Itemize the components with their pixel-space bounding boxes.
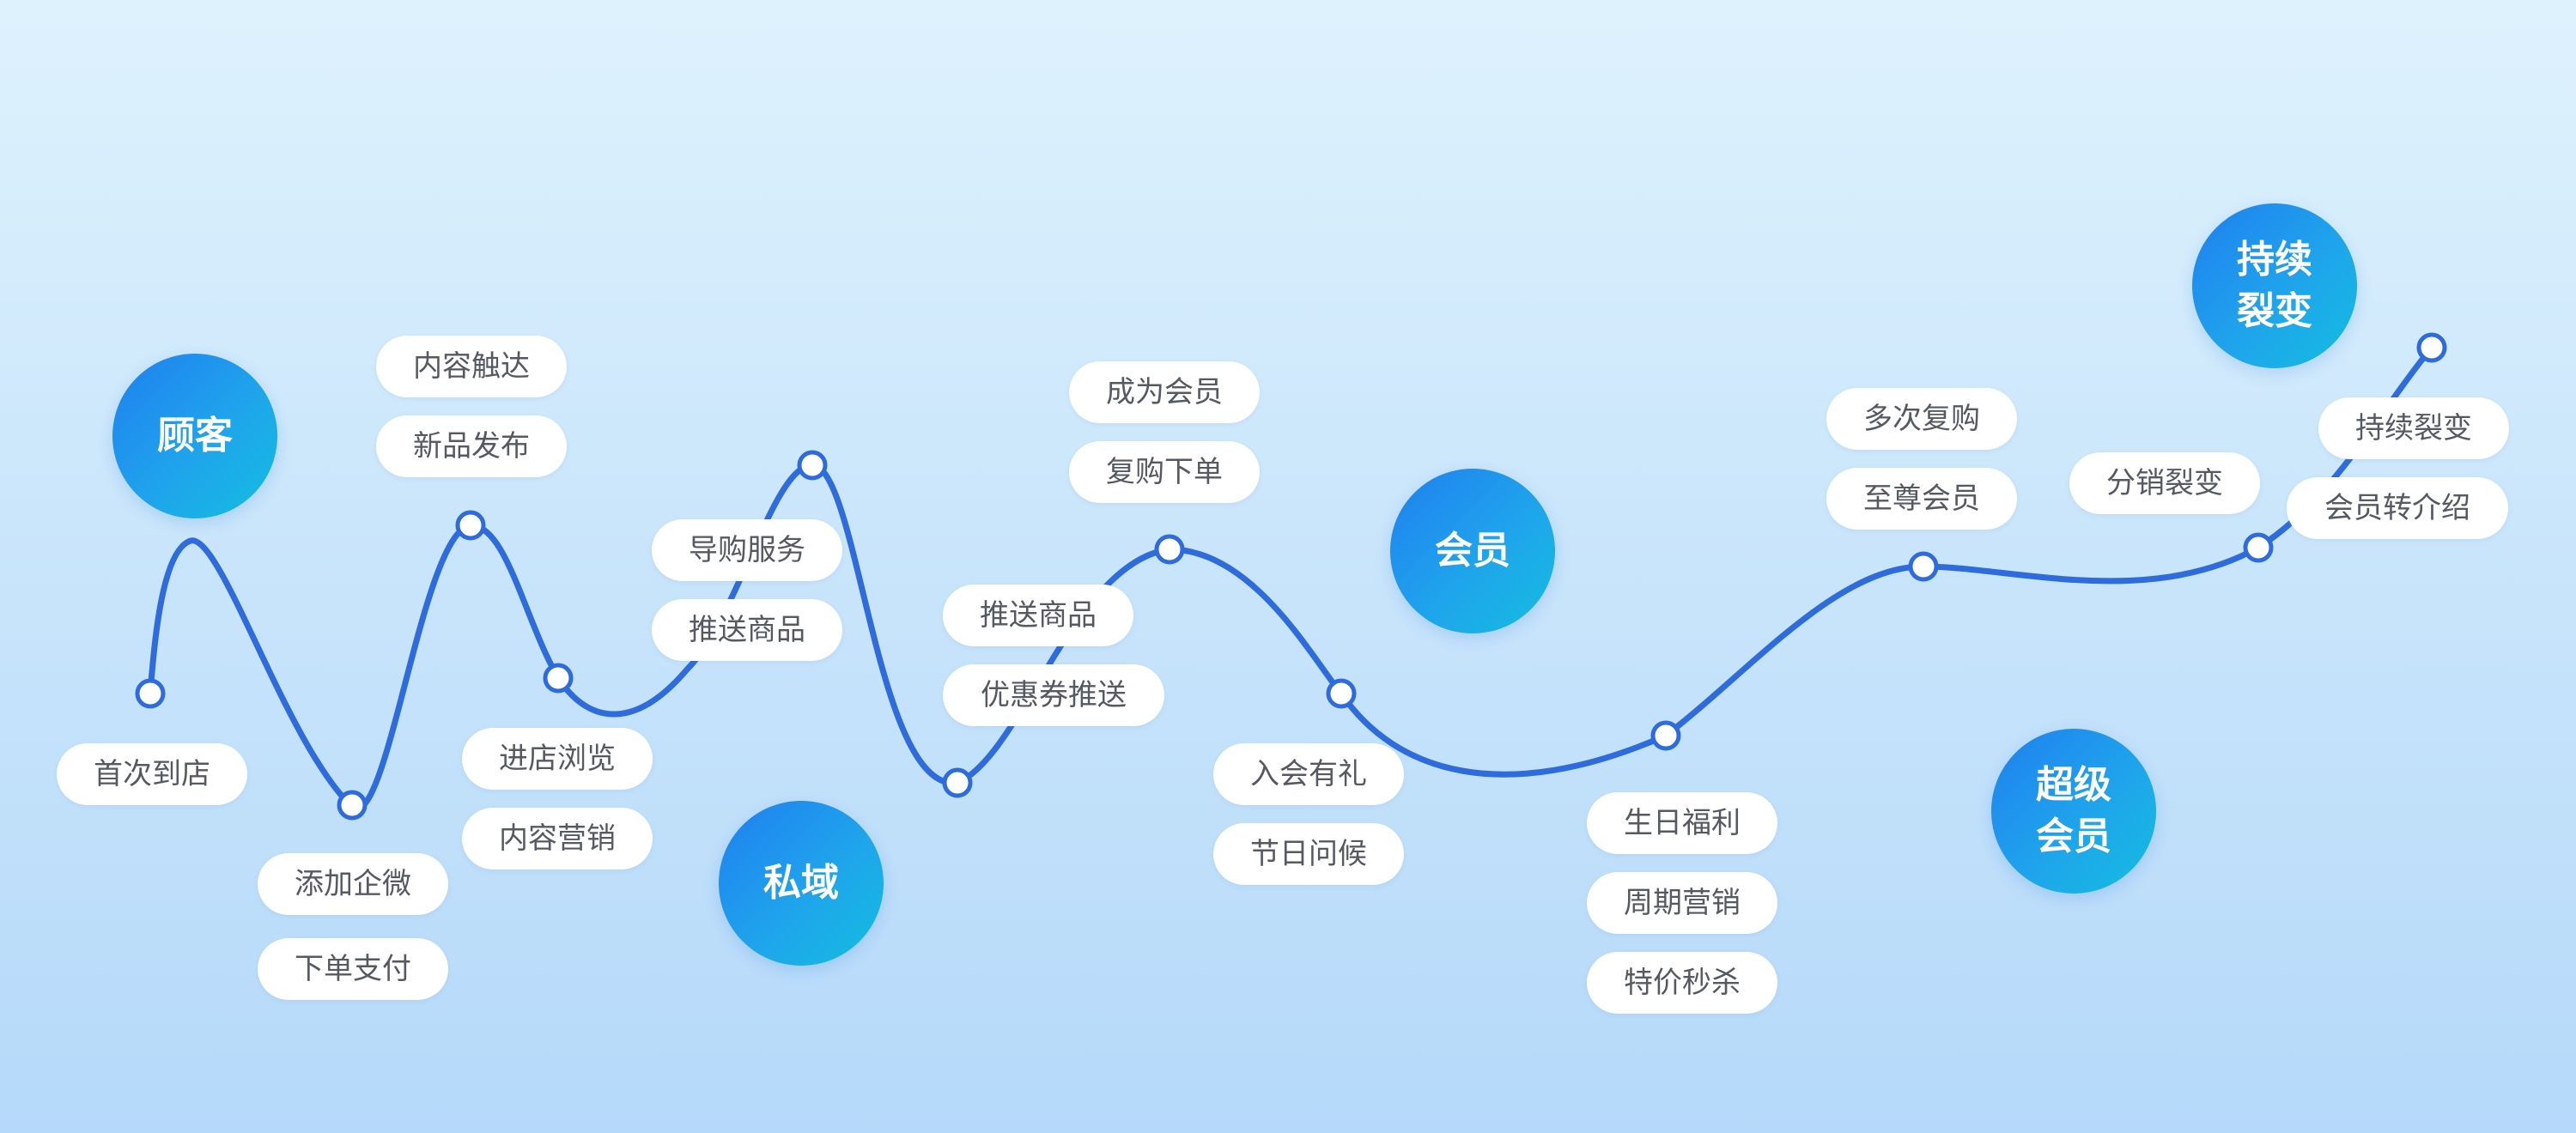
label-store-browse: 进店浏览 bbox=[462, 728, 653, 790]
label-shopping-guide: 导购服务 bbox=[652, 519, 842, 581]
label-member-referral: 会员转介绍 bbox=[2287, 477, 2508, 539]
stage-customer-label: 顾客 bbox=[157, 414, 233, 457]
stage-super-member-label-line2: 会员 bbox=[2036, 815, 2111, 858]
label-periodic-marketing: 周期营销 bbox=[1587, 872, 1777, 934]
stage-private-domain-label: 私域 bbox=[763, 861, 839, 905]
label-repurchase-order: 复购下单 bbox=[1069, 441, 1260, 503]
stage-continuous-fission-label-line1: 持续 bbox=[2237, 238, 2312, 282]
label-continuous-fission: 持续裂变 bbox=[2318, 397, 2509, 459]
journey-node-push-products bbox=[942, 767, 973, 798]
label-join-gift: 入会有礼 bbox=[1213, 743, 1404, 805]
journey-node-first-visit bbox=[135, 678, 166, 709]
journey-node-multiple-repurchase bbox=[1908, 551, 1939, 582]
stage-continuous-fission-label-line2: 裂变 bbox=[2237, 289, 2312, 333]
stage-member: 会员 bbox=[1390, 469, 1555, 633]
journey-node-content-reach bbox=[455, 510, 486, 541]
journey-node-birthday-benefits bbox=[1650, 720, 1681, 751]
label-add-wecom: 添加企微 bbox=[258, 853, 448, 915]
label-birthday-benefits: 生日福利 bbox=[1587, 792, 1777, 854]
label-new-product-release: 新品发布 bbox=[376, 415, 567, 477]
label-become-member: 成为会员 bbox=[1069, 361, 1260, 423]
stage-super-member: 超级 会员 bbox=[1991, 729, 2156, 894]
stage-private-domain: 私域 bbox=[719, 801, 884, 966]
label-first-visit: 首次到店 bbox=[57, 743, 247, 805]
journey-node-become-member bbox=[1154, 534, 1185, 565]
stage-member-label: 会员 bbox=[1435, 529, 1510, 573]
label-coupon-push: 优惠券推送 bbox=[943, 664, 1164, 726]
label-multiple-repurchase: 多次复购 bbox=[1826, 388, 2017, 450]
journey-node-distribution-fission bbox=[2243, 532, 2274, 563]
label-content-marketing: 内容营销 bbox=[462, 808, 653, 869]
label-distribution-fission: 分销裂变 bbox=[2069, 452, 2260, 514]
label-flash-sale: 特价秒杀 bbox=[1587, 952, 1777, 1014]
journey-node-store-browse bbox=[543, 663, 574, 694]
journey-node-continuous-fission bbox=[2416, 332, 2447, 363]
label-push-products-1: 推送商品 bbox=[652, 599, 842, 661]
label-content-reach: 内容触达 bbox=[376, 336, 567, 397]
stage-super-member-label-line1: 超级 bbox=[2036, 763, 2111, 807]
label-premium-member: 至尊会员 bbox=[1826, 468, 2017, 530]
label-holiday-greetings: 节日问候 bbox=[1213, 823, 1404, 885]
label-place-order-pay: 下单支付 bbox=[258, 938, 448, 1000]
journey-node-add-wecom bbox=[337, 790, 368, 821]
journey-path bbox=[147, 344, 2435, 812]
stage-customer: 顾客 bbox=[112, 354, 277, 518]
stage-continuous-fission: 持续 裂变 bbox=[2192, 203, 2357, 368]
journey-node-join-gift bbox=[1326, 678, 1357, 709]
label-push-products-2: 推送商品 bbox=[943, 585, 1133, 646]
journey-node-shopping-guide bbox=[797, 450, 828, 481]
